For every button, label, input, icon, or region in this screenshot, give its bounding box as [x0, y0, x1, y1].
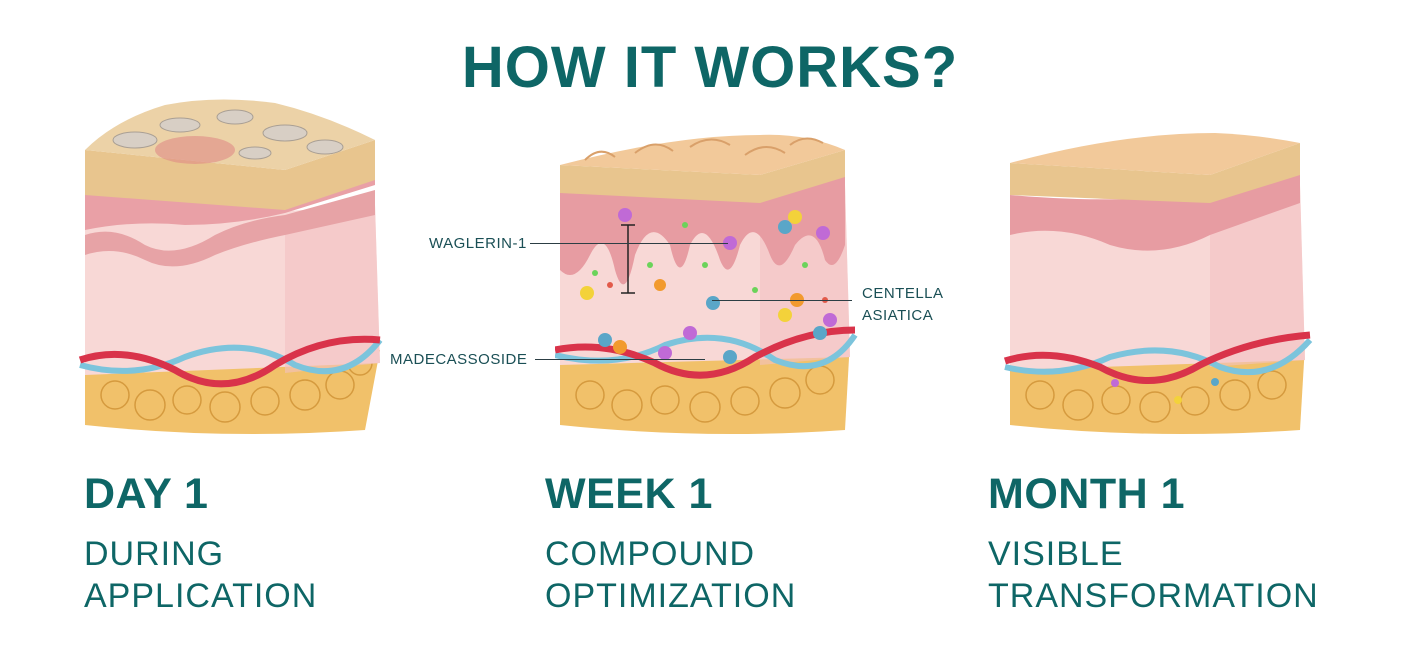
callout-waglerin-line — [530, 243, 728, 244]
stage-month1-line1: VISIBLE — [988, 535, 1124, 573]
stage-week1-line2: OPTIMIZATION — [545, 577, 797, 615]
callout-centella-label-2: ASIATICA — [862, 307, 934, 324]
callout-waglerin-label: WAGLERIN-1 — [429, 235, 527, 252]
stage-month1-line2: TRANSFORMATION — [988, 577, 1319, 615]
stage-week1-heading: WEEK 1 — [545, 470, 713, 518]
skin-diagram-month1 — [1003, 133, 1313, 434]
skin-diagram-week1 — [555, 134, 858, 434]
callout-madecassoside-line — [535, 359, 705, 360]
stage-month1-heading: MONTH 1 — [988, 470, 1185, 518]
callout-centella-line — [712, 300, 852, 301]
stage-day1-line2: APPLICATION — [84, 577, 318, 615]
skin-diagram-day1 — [78, 99, 383, 434]
callout-madecassoside-label: MADECASSOSIDE — [390, 351, 528, 368]
stage-day1-heading: DAY 1 — [84, 470, 209, 518]
callout-centella-label-1: CENTELLA — [862, 285, 944, 302]
page-title: HOW IT WORKS? — [461, 35, 959, 100]
stage-day1-line1: DURING — [84, 535, 225, 573]
stage-week1-line1: COMPOUND — [545, 535, 756, 573]
